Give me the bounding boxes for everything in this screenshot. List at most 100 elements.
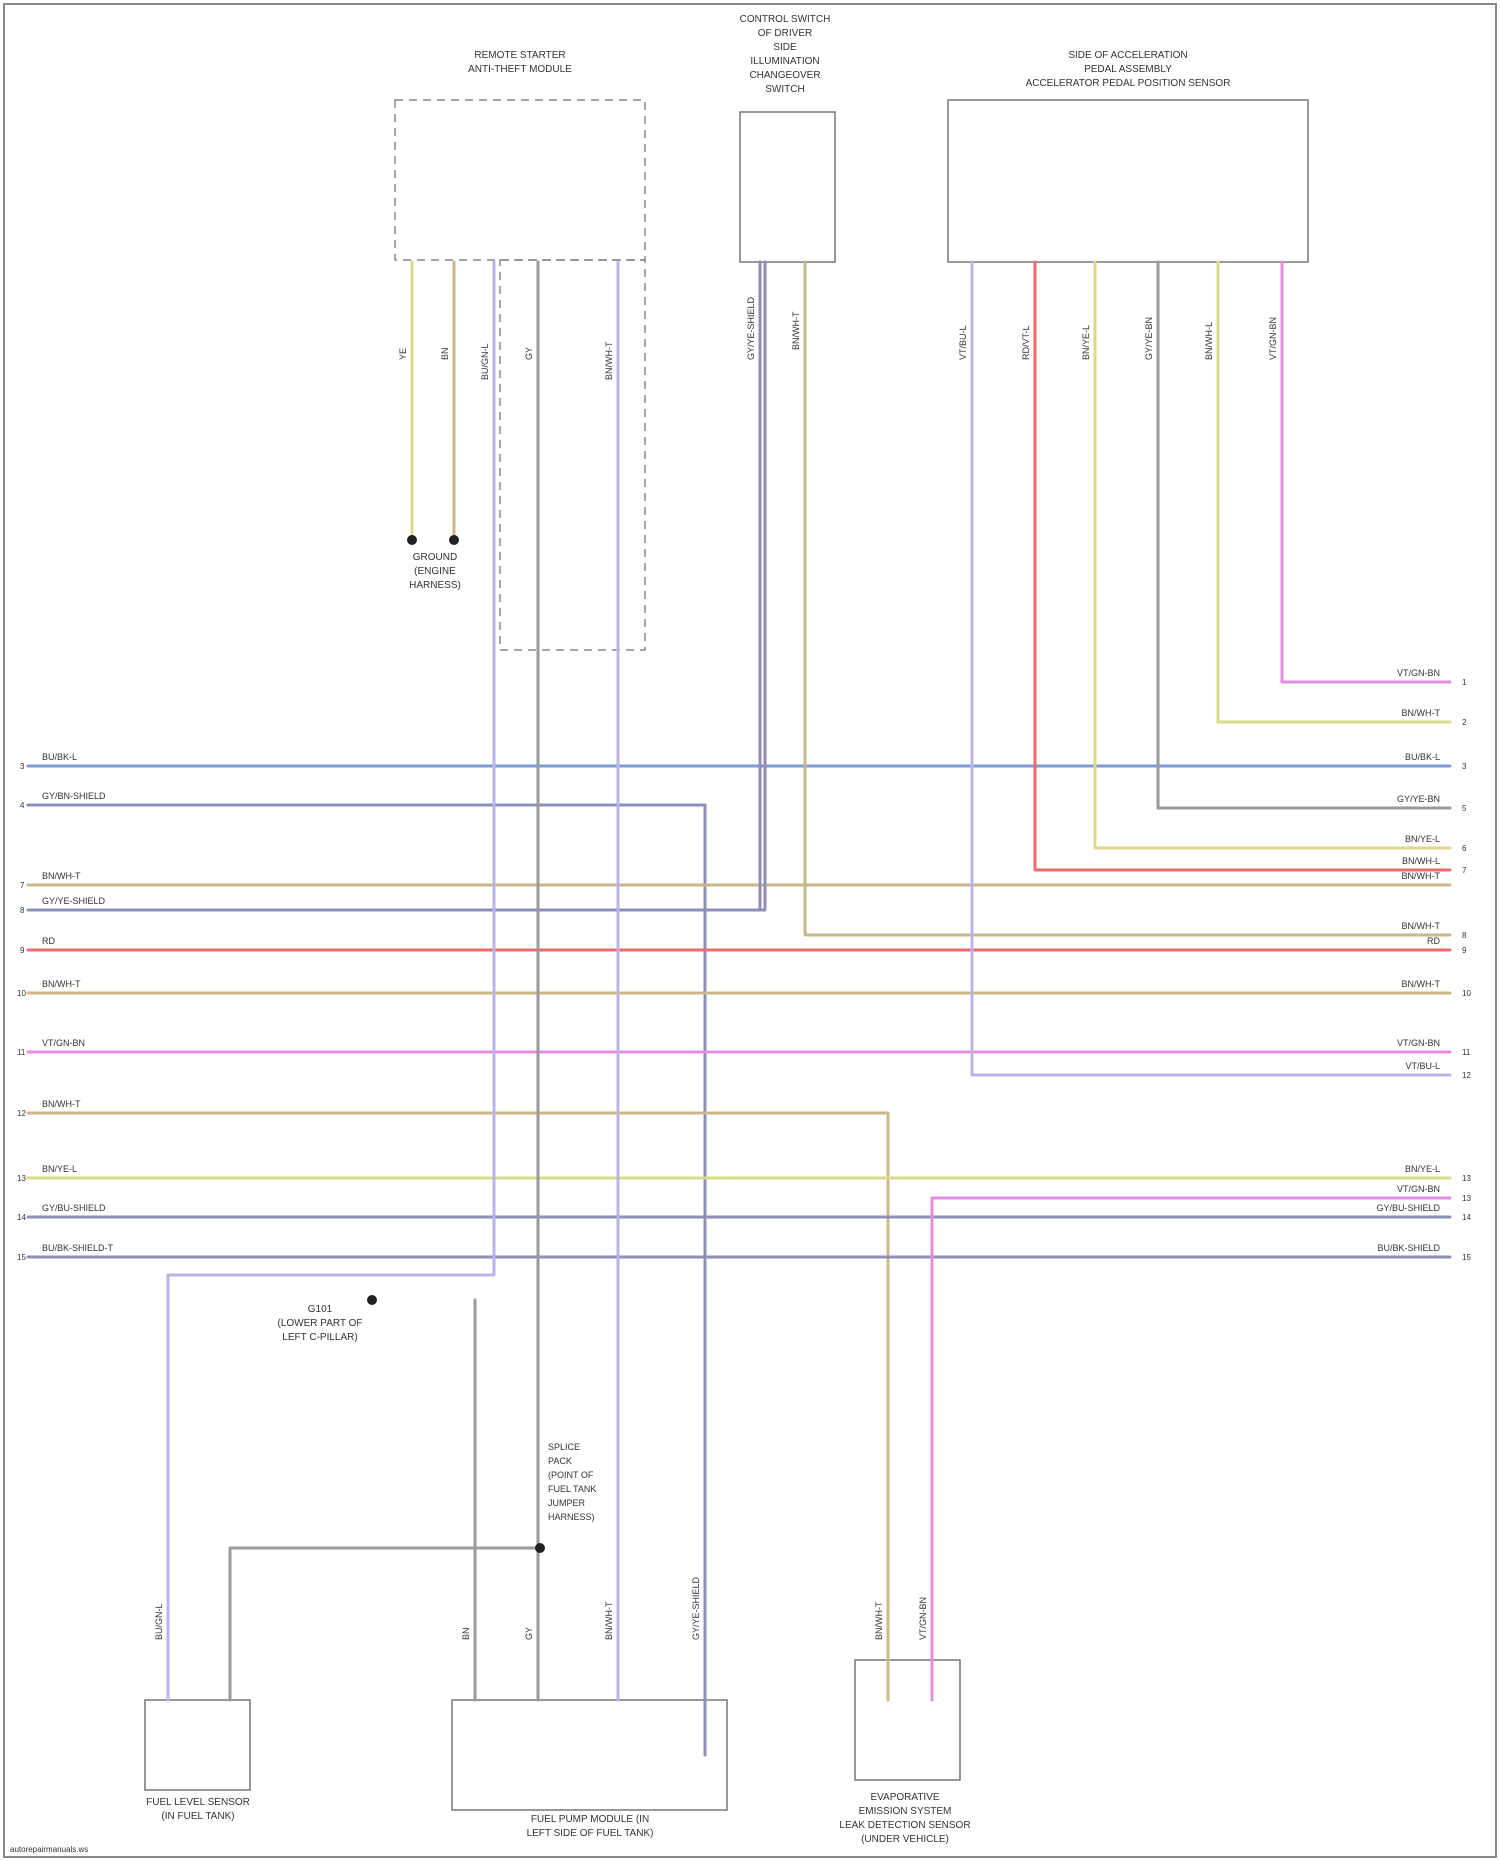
tap-label: YE	[398, 348, 408, 360]
connector-number: 8	[1462, 931, 1467, 940]
connector-number: 14	[17, 1213, 26, 1222]
driver-side-switch-box	[740, 112, 835, 262]
connector-number: 13	[1462, 1174, 1471, 1183]
caption-line: SWITCH	[765, 84, 804, 95]
caption-evap: EVAPORATIVE EMISSION SYSTEM LEAK DETECTI…	[839, 1792, 970, 1845]
caption-ground-bl: G101 (LOWER PART OF LEFT C-PILLAR)	[277, 1304, 362, 1343]
connector-number: 12	[17, 1109, 26, 1118]
caption-line: G101	[308, 1304, 333, 1315]
evap-leak-detection-box	[855, 1660, 960, 1780]
connector-number: 4	[20, 801, 25, 810]
connector-number: 7	[1462, 866, 1467, 875]
wire-fuel-level-return	[230, 1548, 540, 1700]
remote-starter-module-box	[395, 100, 645, 260]
connector-number: 6	[1462, 844, 1467, 853]
wire-label-right: BN/WH-L	[1402, 856, 1440, 866]
connector-number: 9	[20, 946, 25, 955]
wire-label-right: BN/YE-L	[1405, 1164, 1440, 1174]
tap-label: GY/YE-SHIELD	[691, 1576, 701, 1640]
caption-top-left: REMOTE STARTER ANTI-THEFT MODULE	[468, 50, 572, 75]
caption-line: CONTROL SWITCH	[740, 14, 831, 25]
wire-label-left: BN/WH-T	[42, 979, 81, 989]
splice-pack-dot	[535, 1543, 545, 1553]
wire-gy-ye-shield-8	[28, 262, 765, 910]
caption-line: FUEL PUMP MODULE (IN	[531, 1814, 649, 1825]
connector-number: 13	[17, 1174, 26, 1183]
caption-line: GROUND	[413, 552, 457, 563]
wire-label-right: GY/BU-SHIELD	[1376, 1203, 1440, 1213]
caption-line: HARNESS)	[548, 1512, 595, 1522]
wire-label-right: BN/WH-T	[1402, 708, 1441, 718]
tap-label: VT/BU-L	[958, 325, 968, 360]
wire-pedal-gy-ye	[1158, 262, 1450, 808]
wire-pedal-vt-bu	[972, 262, 1450, 1075]
right-wire-numbers: 1 2 3 5 6 7 8 9 10 11 12 13 13 14 15	[1462, 678, 1471, 1262]
caption-ground-mid: GROUND (ENGINE HARNESS)	[409, 552, 461, 591]
caption-line: EMISSION SYSTEM	[859, 1806, 952, 1817]
outer-frame	[4, 4, 1496, 1857]
connector-number: 3	[1462, 762, 1467, 771]
connector-number: 11	[17, 1048, 26, 1057]
wire-label-left: BN/YE-L	[42, 1164, 77, 1174]
caption-line: LEFT SIDE OF FUEL TANK)	[527, 1828, 654, 1839]
accelerator-pedal-sensor-box	[948, 100, 1308, 262]
wire-group	[28, 262, 1450, 1755]
tap-label: BN/WH-T	[791, 311, 801, 350]
caption-top-right: SIDE OF ACCELERATION PEDAL ASSEMBLY ACCE…	[1026, 50, 1231, 89]
tap-label: BU/GN-L	[154, 1603, 164, 1640]
caption-line: FUEL TANK	[548, 1484, 596, 1494]
wire-label-right: BU/BK-L	[1405, 752, 1440, 762]
ground-junction-1	[407, 535, 417, 545]
wire-bu-gn-l-drop	[168, 262, 494, 1700]
connector-number: 12	[1462, 1071, 1471, 1080]
wire-label-right: VT/GN-BN	[1397, 1038, 1440, 1048]
caption-line: OF DRIVER	[758, 28, 812, 39]
caption-line: JUMPER	[548, 1498, 586, 1508]
connector-number: 8	[20, 906, 25, 915]
tap-label: BN	[461, 1627, 471, 1640]
connector-number: 1	[1462, 678, 1467, 687]
wire-label-right: BN/YE-L	[1405, 834, 1440, 844]
wire-label-left: GY/YE-SHIELD	[42, 896, 106, 906]
tap-label: RD/VT-L	[1021, 325, 1031, 360]
wire-label-left: BU/BK-SHIELD-T	[42, 1243, 114, 1253]
ground-g101-dot	[367, 1295, 377, 1305]
wire-pedal-rd-vt	[1035, 262, 1450, 870]
caption-line: PACK	[548, 1456, 572, 1466]
caption-line: (POINT OF	[548, 1470, 594, 1480]
fuel-level-sensor-box	[145, 1700, 250, 1790]
connector-number: 9	[1462, 946, 1467, 955]
connector-number: 15	[17, 1253, 26, 1262]
connector-number: 14	[1462, 1213, 1471, 1222]
wire-label-right: RD	[1427, 936, 1440, 946]
wire-label-right: BN/WH-T	[1402, 871, 1441, 881]
tap-label: BN/WH-L	[1204, 322, 1214, 360]
wire-label-right: BN/WH-T	[1402, 979, 1441, 989]
wire-label-left: BU/BK-L	[42, 752, 77, 762]
caption-line: CHANGEOVER	[749, 70, 820, 81]
left-wire-numbers: 3 4 7 8 9 10 11 12 13 14 15	[17, 762, 26, 1262]
caption-line: SIDE OF ACCELERATION	[1068, 50, 1187, 61]
caption-line: LEAK DETECTION SENSOR	[839, 1820, 970, 1831]
caption-top-mid: CONTROL SWITCH OF DRIVER SIDE ILLUMINATI…	[740, 14, 831, 95]
connector-number: 7	[20, 881, 25, 890]
tap-labels-top-left: YE BN BU/GN-L GY BN/WH-T	[398, 341, 614, 380]
wire-label-left: GY/BU-SHIELD	[42, 1203, 106, 1213]
caption-line: REMOTE STARTER	[474, 50, 565, 61]
wire-label-right: VT/BU-L	[1405, 1061, 1440, 1071]
wire-label-right: VT/GN-BN	[1397, 668, 1440, 678]
wire-pedal-vt-gn	[1282, 262, 1450, 682]
ground-junction-2	[449, 535, 459, 545]
caption-line: SPLICE	[548, 1442, 580, 1452]
caption-line: ACCELERATOR PEDAL POSITION SENSOR	[1026, 78, 1231, 89]
caption-line: ILLUMINATION	[750, 56, 819, 67]
tap-label: GY/YE-BN	[1144, 317, 1154, 360]
caption-line: LEFT C-PILLAR)	[282, 1332, 357, 1343]
tap-labels-top-mid: GY/YE-SHIELD BN/WH-T	[746, 296, 801, 360]
connector-number: 5	[1462, 804, 1467, 813]
right-wire-labels: VT/GN-BN BN/WH-T BU/BK-L GY/YE-BN BN/YE-…	[1376, 668, 1440, 1253]
connector-number: 15	[1462, 1253, 1471, 1262]
module-internal-dashed-region	[500, 260, 645, 650]
connector-number: 11	[1462, 1048, 1471, 1057]
